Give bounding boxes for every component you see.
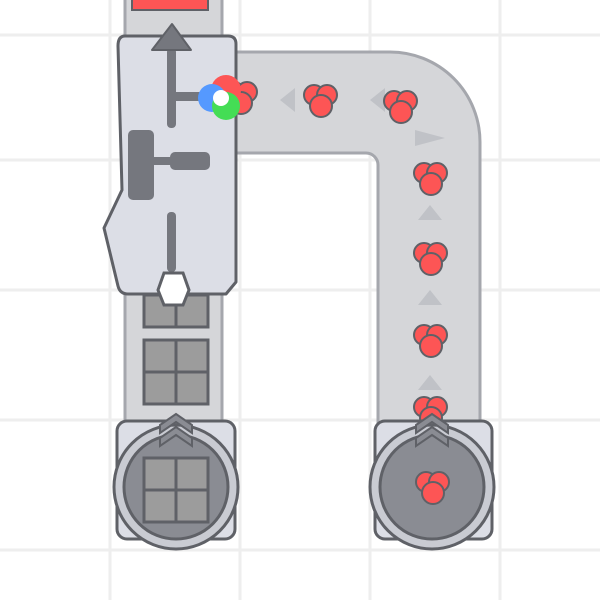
color-mixer-building[interactable] (102, 23, 241, 307)
extractor-right[interactable] (368, 412, 496, 551)
rgb-color-blob-icon (198, 75, 241, 120)
right-belt[interactable] (220, 50, 482, 442)
extractor-left[interactable] (112, 412, 240, 551)
belt-arrows (280, 88, 445, 390)
square-shape-items (131, 0, 210, 406)
white-hexagon-icon (156, 271, 191, 307)
